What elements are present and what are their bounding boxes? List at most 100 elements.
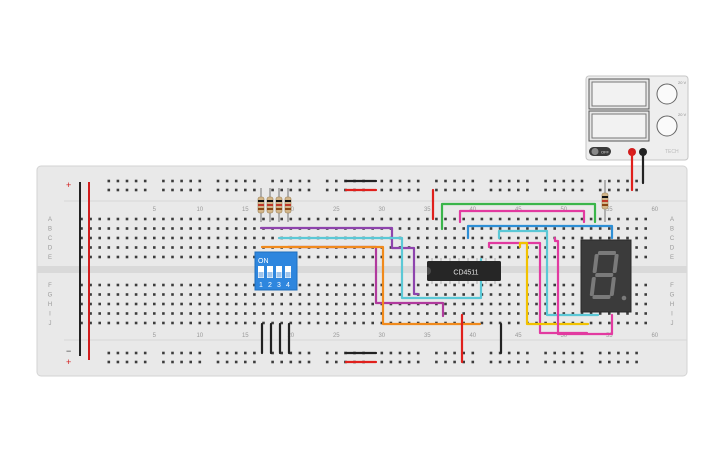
breadboard-hole[interactable] <box>416 227 420 230</box>
breadboard-hole[interactable] <box>216 283 220 287</box>
breadboard-hole[interactable] <box>107 179 111 183</box>
breadboard-hole[interactable] <box>280 312 283 315</box>
breadboard-hole[interactable] <box>253 302 256 306</box>
breadboard-hole[interactable] <box>580 351 584 355</box>
breadboard-hole[interactable] <box>489 255 493 259</box>
breadboard-hole[interactable] <box>262 312 265 315</box>
breadboard-hole[interactable] <box>416 255 420 259</box>
breadboard-hole[interactable] <box>307 188 311 192</box>
breadboard-hole[interactable] <box>244 236 247 240</box>
breadboard-hole[interactable] <box>635 255 638 259</box>
breadboard-hole[interactable] <box>289 217 293 221</box>
breadboard-hole[interactable] <box>453 217 456 221</box>
breadboard-hole[interactable] <box>253 360 256 364</box>
breadboard-hole[interactable] <box>635 360 638 364</box>
breadboard-hole[interactable] <box>271 351 274 355</box>
breadboard-hole[interactable] <box>635 246 638 249</box>
breadboard-hole[interactable] <box>562 255 566 259</box>
breadboard-hole[interactable] <box>335 188 338 192</box>
breadboard-hole[interactable] <box>134 179 138 183</box>
breadboard-hole[interactable] <box>316 312 320 315</box>
breadboard-hole[interactable] <box>344 302 347 306</box>
breadboard-hole[interactable] <box>453 179 456 183</box>
breadboard-hole[interactable] <box>435 227 438 230</box>
power-supply[interactable]: 20 V 20 V OFF TECH <box>585 75 689 161</box>
breadboard-hole[interactable] <box>371 283 374 287</box>
breadboard-hole[interactable] <box>171 188 174 192</box>
breadboard-hole[interactable] <box>289 302 293 306</box>
breadboard-hole[interactable] <box>271 321 274 325</box>
breadboard-hole[interactable] <box>107 236 111 240</box>
breadboard-hole[interactable] <box>171 255 174 259</box>
breadboard-hole[interactable] <box>435 246 438 249</box>
breadboard-hole[interactable] <box>143 246 147 249</box>
breadboard-hole[interactable] <box>153 321 156 325</box>
breadboard-hole[interactable] <box>262 321 265 325</box>
breadboard-hole[interactable] <box>234 227 238 230</box>
breadboard-hole[interactable] <box>498 321 502 325</box>
breadboard-hole[interactable] <box>134 255 138 259</box>
breadboard-hole[interactable] <box>644 227 647 230</box>
breadboard-hole[interactable] <box>316 321 320 325</box>
breadboard-hole[interactable] <box>507 255 511 259</box>
breadboard-hole[interactable] <box>608 217 611 221</box>
breadboard-hole[interactable] <box>544 188 547 192</box>
breadboard-hole[interactable] <box>589 227 593 230</box>
breadboard-hole[interactable] <box>225 236 229 240</box>
breadboard-hole[interactable] <box>253 236 256 240</box>
breadboard-hole[interactable] <box>307 179 311 183</box>
breadboard-hole[interactable] <box>271 312 274 315</box>
breadboard-hole[interactable] <box>535 217 538 221</box>
breadboard-hole[interactable] <box>89 283 92 287</box>
breadboard-hole[interactable] <box>526 217 529 221</box>
breadboard-hole[interactable] <box>407 351 411 355</box>
resistor-display[interactable] <box>601 180 609 222</box>
breadboard-hole[interactable] <box>234 312 238 315</box>
breadboard-hole[interactable] <box>571 236 575 240</box>
breadboard-hole[interactable] <box>507 217 511 221</box>
breadboard-hole[interactable] <box>498 302 502 306</box>
breadboard-hole[interactable] <box>617 321 620 325</box>
breadboard-hole[interactable] <box>471 246 475 249</box>
breadboard-hole[interactable] <box>207 312 211 315</box>
breadboard-hole[interactable] <box>289 312 293 315</box>
breadboard-hole[interactable] <box>335 302 338 306</box>
breadboard-hole[interactable] <box>143 321 147 325</box>
breadboard-hole[interactable] <box>125 236 129 240</box>
breadboard-hole[interactable] <box>225 283 229 287</box>
breadboard-hole[interactable] <box>134 302 138 306</box>
breadboard-hole[interactable] <box>89 293 92 296</box>
breadboard-hole[interactable] <box>335 312 338 315</box>
breadboard-hole[interactable] <box>162 293 165 296</box>
breadboard-hole[interactable] <box>289 321 293 325</box>
breadboard-hole[interactable] <box>498 188 502 192</box>
breadboard-hole[interactable] <box>171 236 174 240</box>
breadboard-hole[interactable] <box>325 217 329 221</box>
breadboard-hole[interactable] <box>80 246 83 249</box>
breadboard-hole[interactable] <box>617 312 620 315</box>
breadboard-hole[interactable] <box>216 246 220 249</box>
breadboard-hole[interactable] <box>580 236 584 240</box>
breadboard-hole[interactable] <box>162 302 165 306</box>
breadboard-hole[interactable] <box>116 188 120 192</box>
breadboard-hole[interactable] <box>344 312 347 315</box>
breadboard-hole[interactable] <box>344 321 347 325</box>
breadboard-hole[interactable] <box>80 321 83 325</box>
breadboard-hole[interactable] <box>171 217 174 221</box>
breadboard-hole[interactable] <box>498 179 502 183</box>
breadboard-hole[interactable] <box>325 255 329 259</box>
breadboard-hole[interactable] <box>134 246 138 249</box>
breadboard-hole[interactable] <box>89 227 92 230</box>
breadboard-hole[interactable] <box>435 236 438 240</box>
breadboard-hole[interactable] <box>298 188 302 192</box>
breadboard-hole[interactable] <box>80 312 83 315</box>
breadboard-hole[interactable] <box>462 302 465 306</box>
breadboard-hole[interactable] <box>562 188 566 192</box>
ic-cd4511[interactable]: CD4511 <box>427 258 501 284</box>
breadboard-hole[interactable] <box>571 351 575 355</box>
breadboard-hole[interactable] <box>471 293 475 296</box>
breadboard-hole[interactable] <box>444 360 447 364</box>
breadboard-hole[interactable] <box>162 283 165 287</box>
breadboard-hole[interactable] <box>153 312 156 315</box>
breadboard-hole[interactable] <box>635 179 638 183</box>
